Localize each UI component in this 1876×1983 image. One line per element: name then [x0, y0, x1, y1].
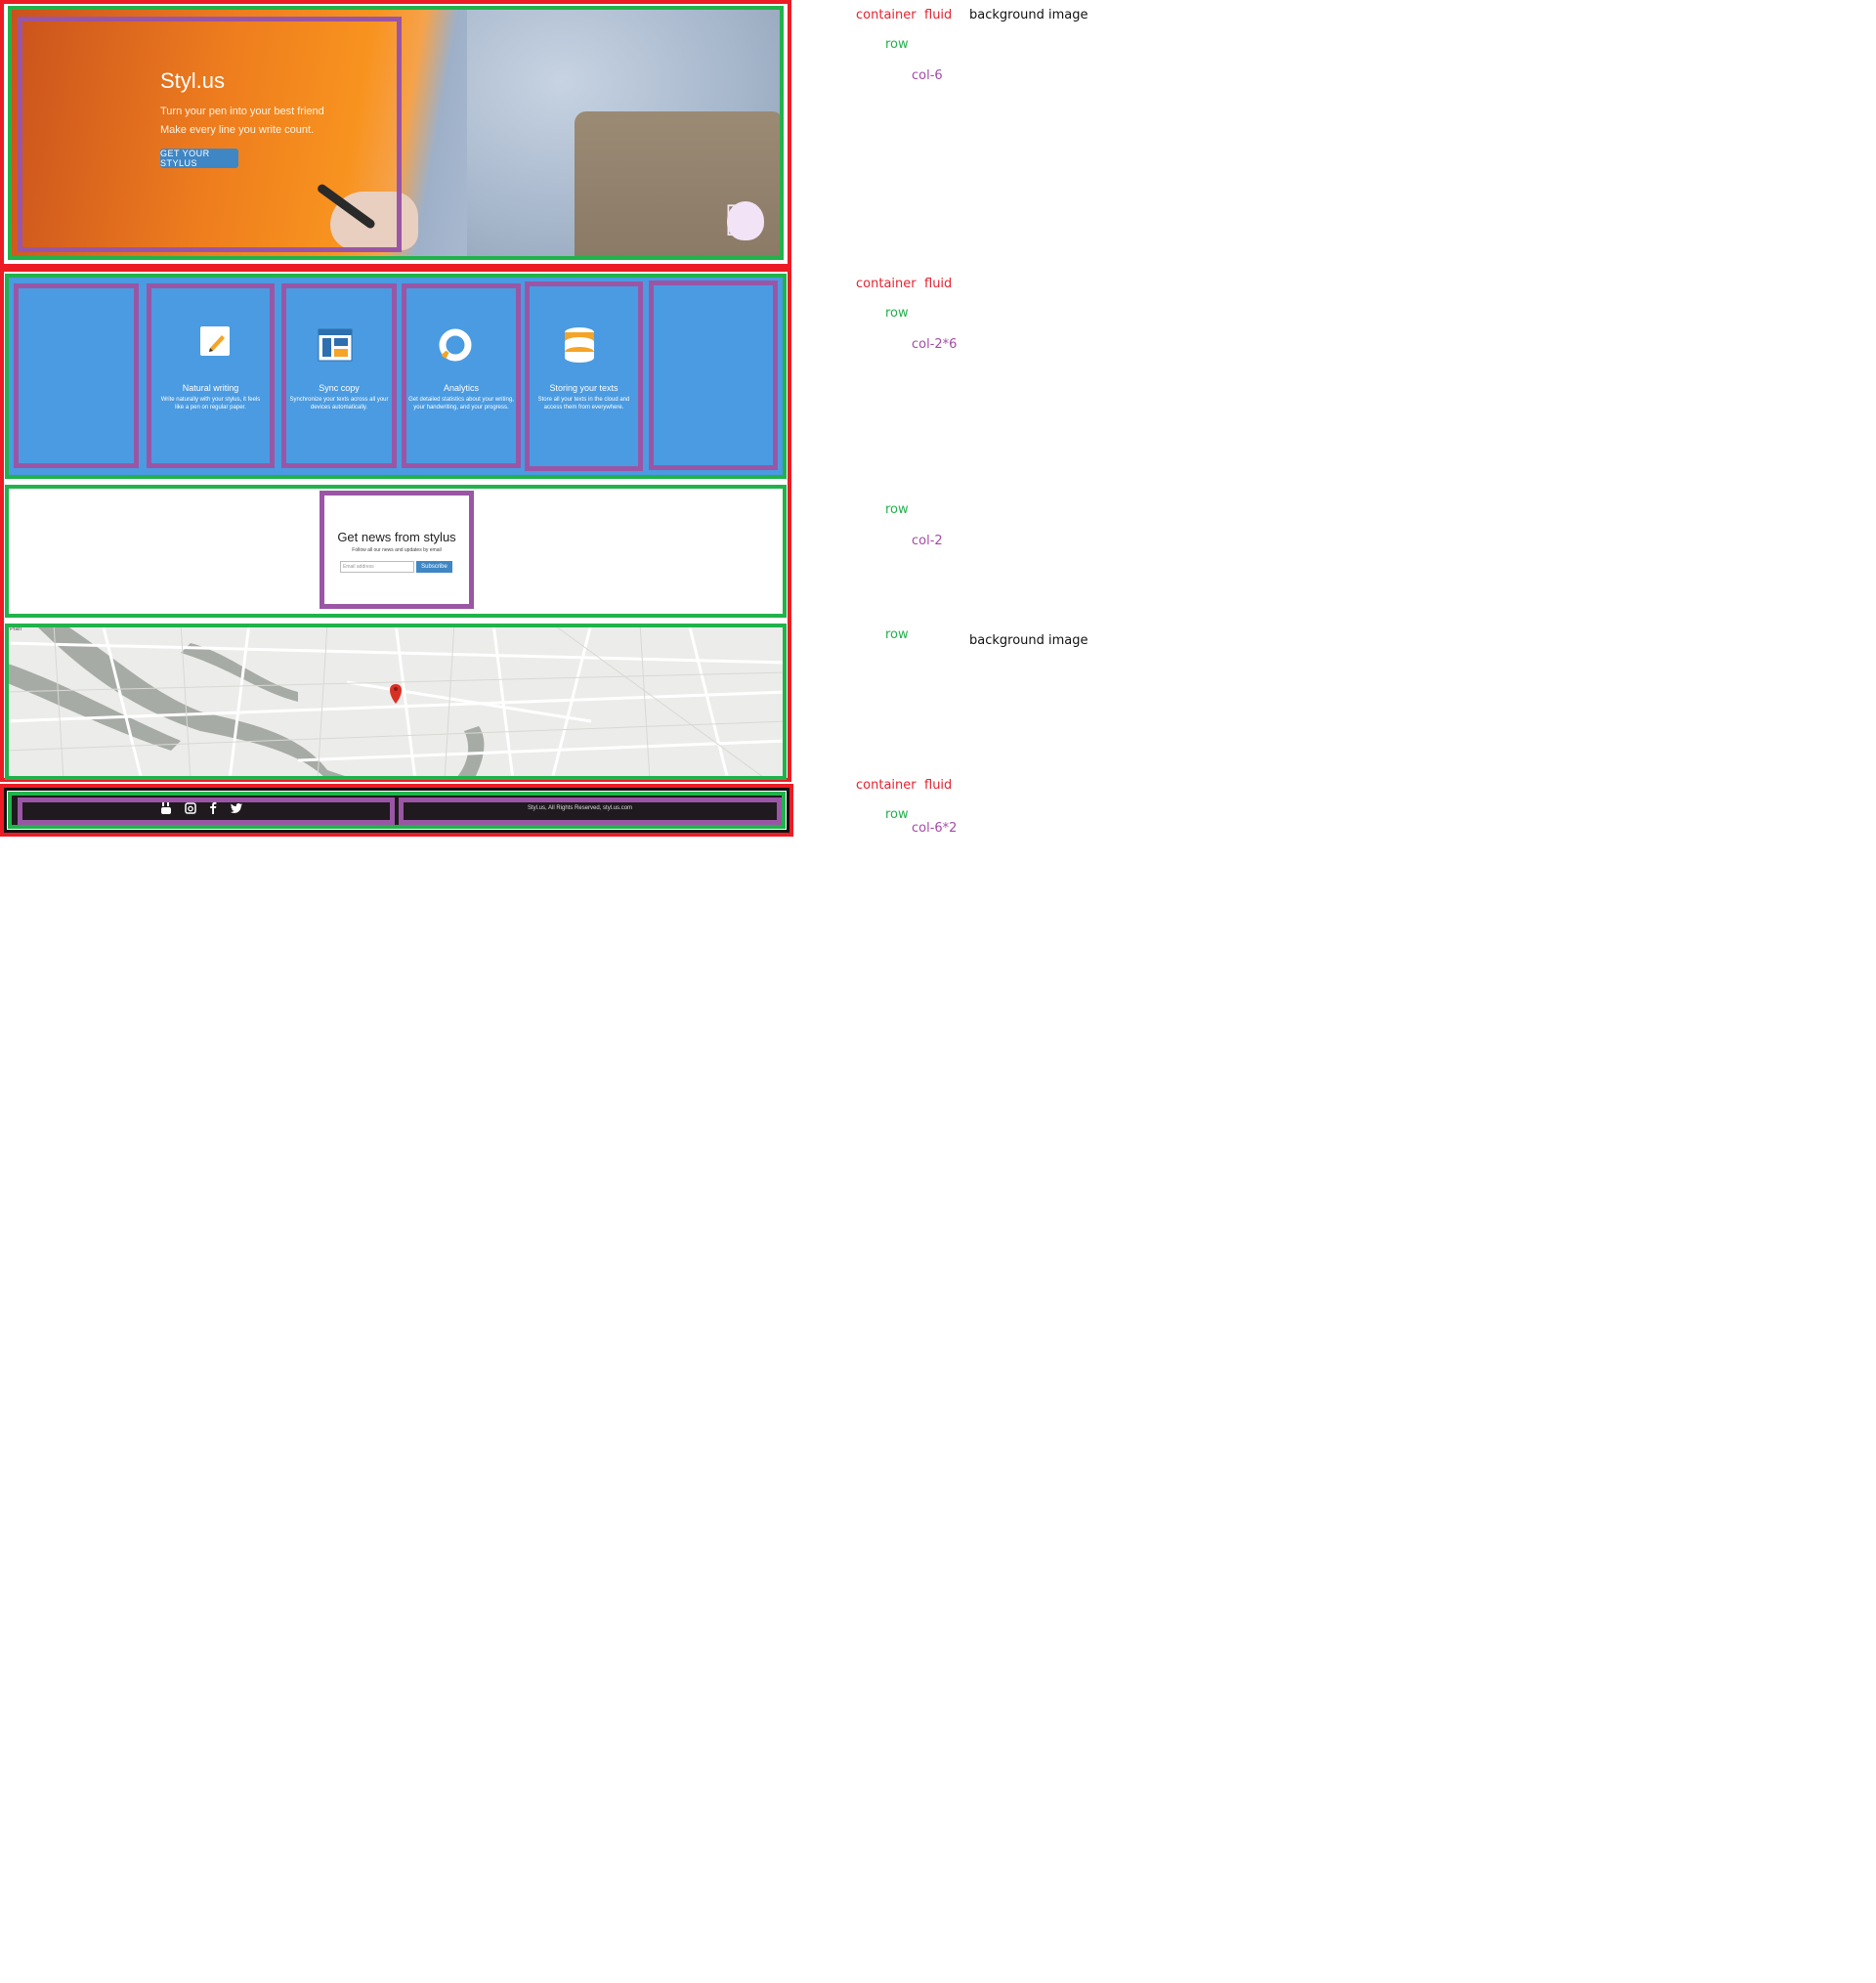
- footer-col-left: [18, 798, 395, 825]
- newsletter-row-outline: [5, 485, 787, 618]
- feature-title: Natural writing: [182, 383, 239, 393]
- map-tag: Plan: [10, 626, 22, 632]
- database-icon: [562, 326, 597, 364]
- apple-logo-shape: [727, 201, 764, 240]
- hero-subline: Make every line you write count.: [160, 124, 315, 136]
- footer-col-right: [399, 798, 782, 825]
- label-row: row: [885, 502, 909, 517]
- label-fluid: fluid: [924, 778, 953, 793]
- label-fluid: fluid: [924, 277, 953, 291]
- map-roads: [5, 624, 787, 780]
- feature-text: Write naturally with your stylus, it fee…: [160, 397, 261, 410]
- feature-card-sync-copy: [281, 283, 397, 468]
- label-col: col-6*2: [912, 821, 958, 836]
- feature-title: Sync copy: [319, 383, 360, 393]
- features-col-empty-left: [14, 283, 139, 468]
- map-background-image: [5, 624, 787, 780]
- newsletter-title: Get news from stylus: [337, 530, 456, 544]
- hero-container-outline: [0, 0, 791, 268]
- label-row: row: [885, 37, 909, 52]
- hero-background-image: : [8, 6, 784, 260]
- label-col: col-6: [912, 68, 943, 83]
- label-background-image: background image: [969, 633, 1088, 648]
- facebook-icon[interactable]: [209, 801, 217, 817]
- label-col: col-2: [912, 534, 943, 548]
- hero-col-outline: [18, 17, 402, 252]
- get-stylus-button[interactable]: GET YOUR STYLUS: [160, 149, 238, 168]
- hero-row-outline: [8, 6, 784, 260]
- feature-text: Synchronize your texts across all your d…: [289, 397, 389, 410]
- twitter-icon[interactable]: [231, 803, 242, 816]
- map-row-outline: [5, 624, 787, 780]
- label-container: container: [856, 778, 917, 793]
- hero-tagline: Turn your pen into your best friend: [160, 106, 324, 117]
- pencil-icon: [200, 326, 230, 356]
- label-container: container: [856, 277, 917, 291]
- footer-black-frame: [4, 788, 789, 833]
- newsletter-subtitle: Follow all our news and updates by email: [352, 547, 442, 553]
- feature-text: Store all your texts in the cloud and ac…: [537, 397, 630, 410]
- youtube-icon[interactable]: [160, 802, 172, 817]
- layout-icon: [318, 328, 353, 362]
- instagram-icon[interactable]: [185, 802, 196, 817]
- label-background-image: background image: [969, 8, 1088, 22]
- wireframe:  Styl.us Turn your pen into your best f…: [0, 0, 793, 841]
- feature-title: Analytics: [443, 383, 479, 393]
- feature-card-natural-writing: [147, 283, 275, 468]
- features-col-empty-right: [649, 280, 778, 470]
- newsletter-col-outline: [320, 491, 474, 609]
- hero-title: Styl.us: [160, 68, 226, 93]
- label-container: container: [856, 8, 917, 22]
- feature-title: Storing your texts: [549, 383, 618, 393]
- label-row: row: [885, 807, 909, 822]
- label-row: row: [885, 627, 909, 642]
- footer-copyright: Styl.us, All Rights Reserved, styl.us.co…: [528, 805, 633, 811]
- feature-text: Get detailed statistics about your writi…: [408, 397, 514, 410]
- features-row-outline: [5, 274, 787, 479]
- content-container-outline: [0, 268, 791, 782]
- feature-card-analytics: [402, 283, 521, 468]
- ring-icon: [438, 327, 473, 363]
- email-input[interactable]: Email address: [340, 561, 414, 573]
- feature-card-storing-texts: [525, 281, 643, 471]
- label-col: col-2*6: [912, 337, 958, 352]
- label-fluid: fluid: [924, 8, 953, 22]
- label-row: row: [885, 306, 909, 321]
- subscribe-button[interactable]: Subscribe: [416, 561, 452, 573]
- footer-container-outline: [0, 784, 793, 837]
